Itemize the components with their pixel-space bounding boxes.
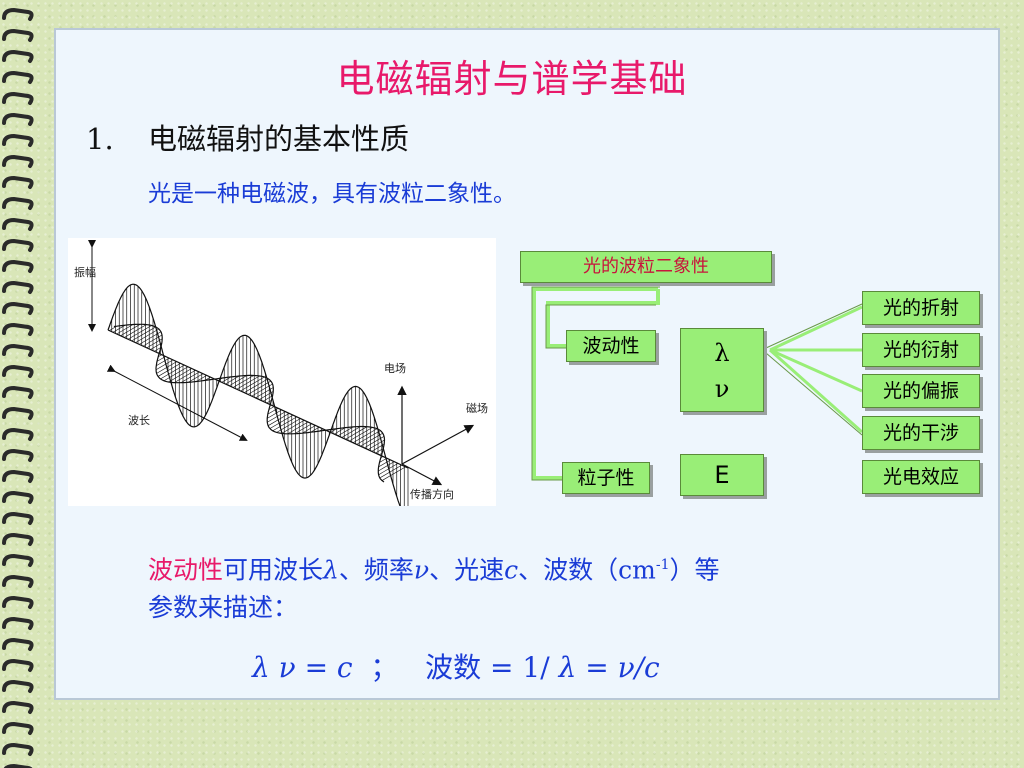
binding-ring [2,301,34,315]
wavelength-frequency-box: λ ν [680,328,764,412]
binding-ring [2,658,34,672]
binding-ring [2,532,34,546]
direction-label: 传播方向 [410,487,454,501]
binding-ring [3,763,33,768]
wave-nature-term: 波动性 [148,555,224,585]
para-text-4: 、波数（cm [518,555,656,585]
binding-ring [2,406,34,420]
formula-separator: ； [352,651,426,684]
binding-ring [2,553,34,567]
binding-ring [2,427,34,441]
effect-interference: 光的干涉 [862,416,980,450]
lambda-symbol: λ [714,339,730,367]
section-heading-text: 电磁辐射的基本性质 [148,122,410,156]
em-wave-illustration: 振幅 波长 电场 磁场 传播方向 [68,238,496,506]
wave-particle-duality-box: 光的波粒二象性 [520,251,772,283]
binding-ring [2,742,34,756]
binding-ring [2,259,34,273]
formula-lambda: λ [558,651,577,684]
binding-ring [2,280,34,294]
propagation-axis [107,329,409,469]
binding-ring [2,679,34,693]
binding-ring [2,112,34,126]
binding-ring [2,175,34,189]
binding-ring [2,217,34,231]
formula-equals: = [576,651,618,684]
fan-edge-2 [765,352,863,436]
binding-ring [2,154,34,168]
wavelength-label: 波长 [128,414,150,427]
formula-mid: = 1/ [481,651,559,684]
wave-nature-box: 波动性 [566,330,656,362]
magnetic-field-label: 磁场 [466,401,488,415]
binding-ring [2,721,34,735]
binding-ring [2,511,34,525]
effect-diffraction: 光的衍射 [862,333,980,367]
binding-ring [2,322,34,336]
particle-nature-box: 粒子性 [562,462,650,494]
para-text-5: ）等 [669,555,720,585]
binding-ring [2,343,34,357]
binding-ring [2,574,34,588]
binding-ring [2,616,34,630]
section-heading: 1. 电磁辐射的基本性质 [86,116,409,158]
binding-ring [2,70,34,84]
para-line-2: 参数来描述： [148,593,299,623]
binding-ring [2,28,34,42]
binding-ring [2,364,34,378]
binding-ring [2,700,34,714]
effect-refraction: 光的折射 [862,291,980,325]
connector-outer [532,287,658,480]
para-lambda: λ [323,555,339,585]
binding-ring [2,490,34,504]
effect-polarization: 光的偏振 [862,374,980,408]
para-text-2: 、频率 [338,555,414,585]
slide-title: 电磁辐射与谱学基础 [336,57,688,101]
binding-ring [2,49,34,63]
binding-ring [2,595,34,609]
binding-ring [2,637,34,651]
direction-arrow [401,463,443,486]
fan-edge-1 [765,303,863,349]
effect-photoelectric: 光电效应 [862,460,980,494]
formula-wavenumber: 波数 [425,651,482,684]
binding-ring [2,133,34,147]
formula-rhs: ν/c [617,651,660,684]
energy-box: E [680,454,764,496]
wave-description: 波动性可用波长λ、频率ν、光速c、波数（cm-1）等参数来描述： [148,546,948,627]
binding-ring [2,91,34,105]
para-nu: ν [413,555,430,585]
magnetic-field-hatching [109,324,406,481]
binding-ring [2,448,34,462]
binding-ring [2,238,34,252]
section-number: 1. [86,122,114,156]
binding-ring [2,7,34,21]
amplitude-label: 振幅 [74,265,96,279]
electric-field-label: 电场 [384,361,406,375]
fan-line-refraction [769,305,863,352]
fan-line-polarization [769,348,863,393]
binding-ring [2,196,34,210]
magnetic-field-arrow [401,424,475,465]
spiral-binding [2,7,34,768]
wavelength-arrow [106,364,248,441]
formula-lhs: λ ν = c [252,651,353,684]
para-text-1: 可用波长 [223,555,324,585]
intro-text: 光是一种电磁波，具有波粒二象性。 [148,181,516,207]
para-c: c [504,555,519,585]
connector-outer-edge [531,286,660,481]
para-exponent: -1 [655,557,670,573]
nu-symbol: ν [714,375,730,403]
formula-line: λ ν = c ； 波数 = 1/ λ = ν/c [252,646,660,686]
para-text-3: 、光速 [429,555,505,585]
connector-inner-edge [545,304,656,349]
binding-ring [2,385,34,399]
fan-line-interference [769,348,863,434]
connector-inner [546,289,660,348]
binding-ring [2,469,34,483]
